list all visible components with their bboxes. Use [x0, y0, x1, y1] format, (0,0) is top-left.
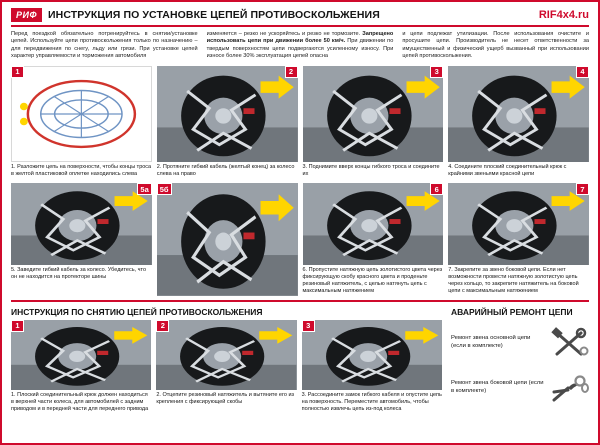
step-caption: 4. Соедините плоский соединительный крюк…: [448, 163, 567, 177]
step-caption: 5. Заведите гибкий кабель за колесо. Убе…: [11, 267, 147, 281]
removal-title: ИНСТРУКЦИЯ ПО СНЯТИЮ ЦЕПЕЙ ПРОТИВОСКОЛЬЖ…: [11, 306, 263, 317]
pliers-icon: [551, 372, 589, 404]
instruction-step: 1 1. Разложите цепь на поверхности, чтоб…: [11, 65, 152, 178]
step-number-badge: 1: [11, 65, 24, 78]
step-number-badge: 7: [576, 183, 589, 196]
step-photo: [156, 319, 297, 390]
instruction-step: 7 7. Закрепите за звено боковой цепи. Ес…: [448, 183, 589, 296]
step-number-badge: 2: [156, 319, 170, 332]
intro-column-3: и цепи подлежат утилизации. После исполь…: [402, 31, 590, 60]
step-photo: [156, 65, 298, 162]
repair-title: АВАРИЙНЫЙ РЕМОНТ ЦЕПИ: [451, 306, 573, 317]
section-divider: [11, 299, 589, 302]
step-photo: [302, 183, 444, 266]
install-steps-grid: 1 1. Разложите цепь на поверхности, чтоб…: [11, 63, 589, 300]
page-title: ИНСТРУКЦИЯ ПО УСТАНОВКЕ ЦЕПЕЙ ПРОТИВОСКО…: [48, 9, 380, 21]
repair-item-label: Ремонт звена основной цепи (если в компл…: [451, 334, 531, 349]
step-caption: 2. Протяните гибкий кабель (желтый конец…: [156, 163, 295, 177]
header-divider: [11, 25, 589, 27]
repair-item-label: Ремонт звена боковой цепи (если в компле…: [451, 379, 544, 394]
intro-col2-lead: изменяется – резко не ускоряйтесь и резк…: [206, 31, 361, 37]
step-photo: [448, 183, 589, 266]
instruction-step: 3 3. Рассоедините замок гибкого кабеля и…: [301, 319, 442, 413]
instruction-step: 5б: [156, 183, 298, 296]
step-photo: [11, 65, 152, 162]
step-caption: 7. Закрепите за звено боковой цепи. Если…: [448, 267, 579, 295]
step-number-badge: 6: [430, 183, 444, 196]
step-number-badge: 4: [576, 65, 589, 78]
step-photo: [11, 319, 152, 390]
step-caption: 3. Рассоедините замок гибкого кабеля и о…: [301, 391, 442, 412]
repair-section: АВАРИЙНЫЙ РЕМОНТ ЦЕПИ Ремонт звена основ…: [451, 305, 589, 438]
removal-steps-grid: 1 1. Плоский соединительный крюк должен …: [11, 319, 442, 413]
bottom-section: ИНСТРУКЦИЯ ПО СНЯТИЮ ЦЕПЕЙ ПРОТИВОСКОЛЬЖ…: [11, 302, 589, 438]
step-photo: [156, 183, 298, 296]
repair-item-main-chain: Ремонт звена основной цепи (если в компл…: [451, 320, 589, 365]
instruction-step: 2 2. Протяните гибкий кабель (желтый кон…: [156, 65, 298, 178]
step-number-badge: 1: [11, 319, 24, 332]
step-number-badge: 5б: [156, 183, 172, 196]
intro-col2-warning: Запрещено использовать цепи при движении…: [206, 31, 394, 45]
step-number-badge: 3: [430, 65, 444, 78]
step-number-badge: 3: [301, 319, 315, 332]
website-label: RIF4x4.ru: [538, 9, 589, 21]
step-number-badge: 5а: [137, 183, 152, 196]
step-photo: [11, 183, 152, 266]
header: РИФ ИНСТРУКЦИЯ ПО УСТАНОВКЕ ЦЕПЕЙ ПРОТИВ…: [11, 6, 589, 25]
removal-section: ИНСТРУКЦИЯ ПО СНЯТИЮ ЦЕПЕЙ ПРОТИВОСКОЛЬЖ…: [11, 305, 442, 438]
instruction-step: 2 2. Отцепите резиновый натяжитель и выт…: [156, 319, 297, 413]
instruction-step: 1 1. Плоский соединительный крюк должен …: [11, 319, 152, 413]
instruction-step: 6 6. Пропустите натяжную цепь золотистог…: [302, 183, 444, 296]
crossed-tools-icon: [551, 326, 589, 359]
step-photo: [301, 319, 442, 390]
instruction-step: 4 4. Соедините плоский соединительный кр…: [448, 65, 589, 178]
brand-logo: РИФ: [11, 8, 43, 22]
step-caption: 6. Пропустите натяжную цепь золотистого …: [302, 267, 443, 295]
intro-column-1: Перед поездкой обязательно потренируйтес…: [11, 31, 198, 60]
intro-column-2: изменяется – резко не ускоряйтесь и резк…: [207, 31, 394, 61]
step-photo: [302, 65, 444, 162]
step-caption: 3. Поднимите вверх концы гибкого троса и…: [302, 163, 440, 177]
intro-text: Перед поездкой обязательно потренируйтес…: [11, 27, 589, 63]
step-caption: 2. Отцепите резиновый натяжитель и вытян…: [156, 391, 295, 405]
step-photo: [448, 65, 589, 162]
step-caption: 1. Разложите цепь на поверхности, чтобы …: [11, 163, 152, 177]
step-number-badge: 2: [284, 65, 298, 78]
repair-item-side-chain: Ремонт звена боковой цепи (если в компле…: [451, 365, 589, 410]
instruction-step: 3 3. Поднимите вверх концы гибкого троса…: [302, 65, 444, 178]
step-caption: 1. Плоский соединительный крюк должен на…: [11, 391, 149, 412]
intro-col2-rest: При движении по твердым поверхностям цеп…: [206, 38, 394, 60]
instruction-step: 5а 5. Заведите гибкий кабель за колесо. …: [11, 183, 152, 296]
